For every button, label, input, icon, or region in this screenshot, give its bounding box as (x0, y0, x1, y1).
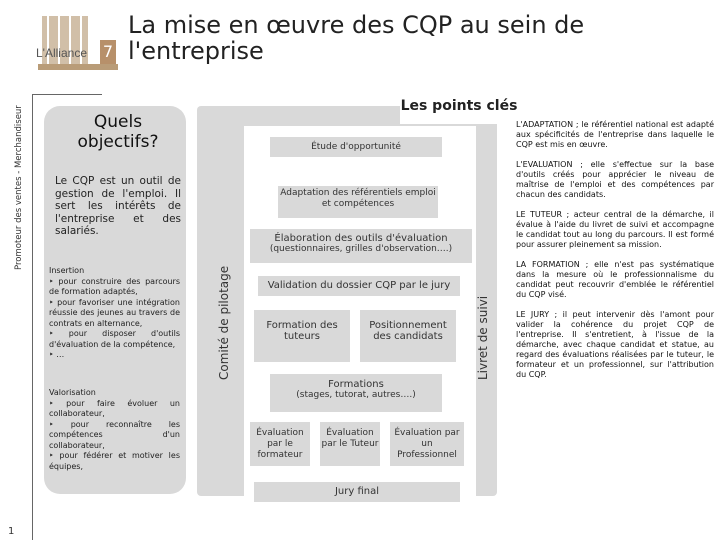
step-etude: Étude d'opportunité (270, 137, 442, 157)
step-formations: Formations (stages, tutorat, autres….) (270, 374, 442, 412)
keypoints-tab (400, 96, 518, 124)
objectives-intro: Le CQP est un outil de gestion de l'empl… (55, 175, 181, 237)
livret-label-text: Livret de suivi (476, 295, 490, 380)
page-number: 1 (8, 526, 15, 537)
note-tuteur: LE TUTEUR ; acteur central de la démarch… (516, 210, 714, 249)
note-formation: LA FORMATION ; elle n'est pas systématiq… (516, 260, 714, 299)
step-eval-professionnel: Évaluation par un Professionnel (390, 422, 464, 466)
valorisation-item: ‣ pour reconnaître les compétences d'un … (49, 419, 181, 450)
page-title: La mise en œuvre des CQP au sein de l'en… (128, 11, 585, 65)
step-validation: Validation du dossier CQP par le jury (258, 276, 460, 296)
step-formations-title: Formations (328, 379, 384, 390)
note-jury: LE JURY ; il peut intervenir dès l'amont… (516, 310, 714, 379)
step-elaboration-sub: (questionnaires, grilles d'observation….… (269, 244, 453, 254)
top-rule (32, 94, 102, 95)
comite-label-text: Comité de pilotage (217, 265, 231, 380)
logo-text: L'Alliance (36, 46, 87, 60)
side-label: Promoteur des ventes - Merchandiseur (14, 100, 30, 270)
comite-label: Comité de pilotage (215, 230, 237, 390)
step-formations-sub: (stages, tutorat, autres….) (296, 390, 416, 400)
insertion-item: ‣ pour favoriser une intégration réussie… (49, 297, 180, 328)
key-notes: L'ADAPTATION ; le référentiel national e… (516, 120, 714, 390)
insertion-block: Insertion ‣ pour construire des parcours… (49, 266, 180, 361)
step-positionnement: Positionnement des candidats (360, 310, 456, 362)
keypoints-heading: Les points clés (400, 98, 518, 114)
valorisation-item: ‣ pour faire évoluer un collaborateur, (49, 398, 180, 419)
step-eval-tuteur: Évaluation par le Tuteur (320, 422, 380, 466)
logo-bar (38, 64, 118, 70)
valorisation-item: ‣ pour fédérer et motiver les équipes, (49, 451, 180, 471)
insertion-item: ‣ … (49, 350, 65, 359)
valorisation-item-text: pour fédérer et motiver les équipes, (49, 451, 180, 471)
insertion-item-text: … (56, 350, 65, 359)
note-evaluation: L'EVALUATION ; elle s'effectue sur la ba… (516, 160, 714, 199)
step-formation-tuteurs: Formation des tuteurs (254, 310, 350, 362)
logo: L'Alliance 7 (30, 10, 118, 86)
livret-label: Livret de suivi (474, 240, 496, 390)
side-label-text: Promoteur des ventes - Merchandiseur (14, 105, 24, 270)
valorisation-item-text: pour reconnaître les compétences d'un co… (49, 419, 181, 450)
left-rule (32, 94, 33, 540)
objectives-heading: Quels objectifs? (77, 112, 159, 152)
step-adaptation: Adaptation des référentiels emploi et co… (278, 186, 438, 218)
step-jury: Jury final (254, 482, 460, 502)
valorisation-item-text: pour faire évoluer un collaborateur, (49, 398, 180, 419)
objectives-panel (44, 106, 186, 494)
insertion-item-text: pour favoriser une intégration réussie d… (49, 297, 180, 328)
step-elaboration: Élaboration des outils d'évaluation (que… (250, 229, 472, 263)
logo-grid-graphic (38, 16, 88, 66)
step-elaboration-title: Élaboration des outils d'évaluation (274, 233, 448, 244)
valorisation-title: Valorisation (49, 388, 96, 397)
logo-digit: 7 (100, 40, 116, 64)
note-adaptation: L'ADAPTATION ; le référentiel national e… (516, 120, 714, 149)
insertion-item: ‣ pour disposer d'outils d'évaluation de… (49, 329, 180, 349)
step-eval-formateur: Évaluation par le formateur (250, 422, 310, 466)
insertion-item-text: pour disposer d'outils d'évaluation de l… (49, 329, 180, 349)
insertion-item-text: pour construire des parcours de formatio… (49, 276, 181, 297)
valorisation-block: Valorisation ‣ pour faire évoluer un col… (49, 388, 180, 472)
insertion-item: ‣ pour construire des parcours de format… (49, 276, 181, 297)
insertion-title: Insertion (49, 266, 85, 275)
